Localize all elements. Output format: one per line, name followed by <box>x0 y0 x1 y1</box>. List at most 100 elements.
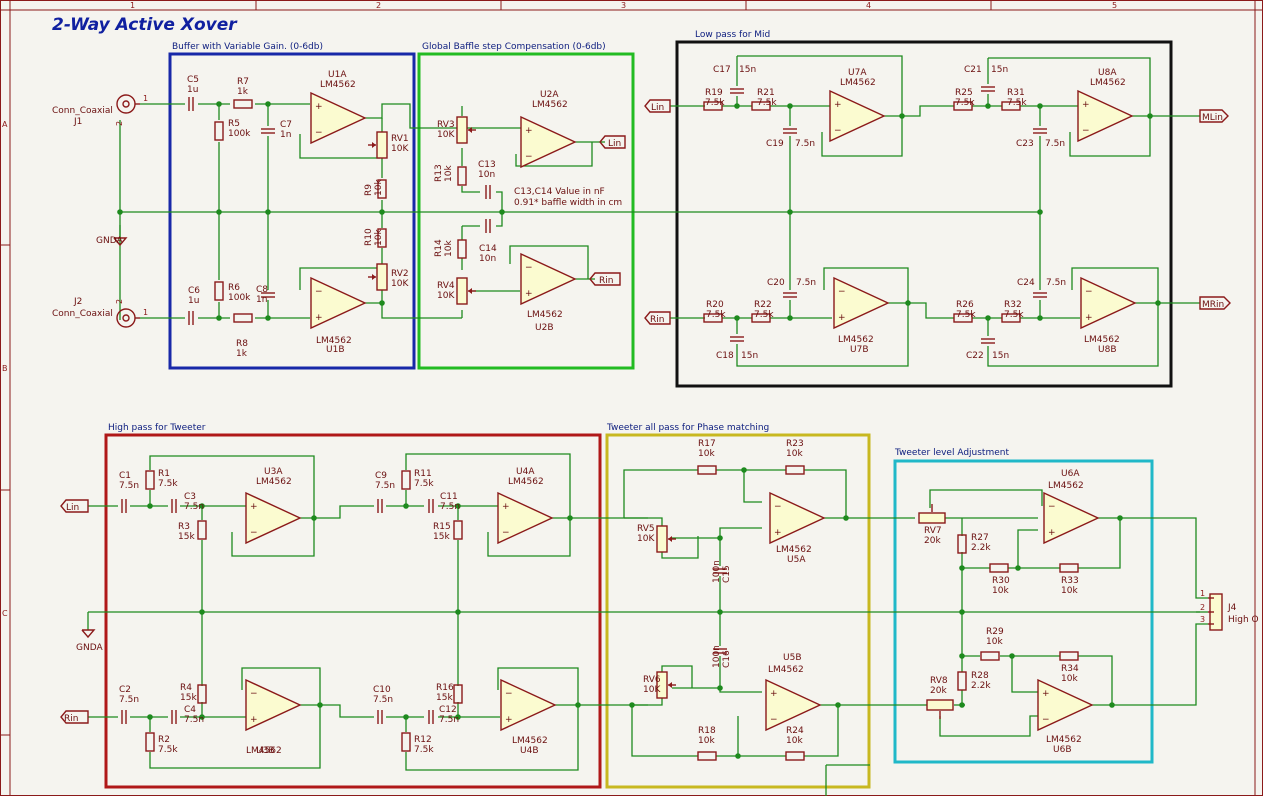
svg-text:2: 2 <box>115 299 124 304</box>
capacitor-c3[interactable]: C37.5n <box>171 492 204 513</box>
capacitor-c4[interactable]: C47.5n <box>171 705 204 725</box>
connector-j1[interactable]: 12 Conn_Coaxial J1 <box>52 94 148 127</box>
ref-r32: R32 <box>1004 300 1022 310</box>
capacitor-c9[interactable]: C97.5n <box>375 471 395 513</box>
resistor-r2[interactable]: R27.5k <box>145 732 178 755</box>
value-c12: 7.5n <box>439 715 459 725</box>
value-c2: 7.5n <box>119 695 139 705</box>
pin-sign: − <box>315 287 323 297</box>
j2-value: Conn_Coaxial <box>52 309 113 319</box>
value-r32: 7.5k <box>1004 310 1024 320</box>
ref-c9: C9 <box>375 471 387 481</box>
resistor-r1[interactable]: R17.5k <box>145 469 178 490</box>
capacitor-c2[interactable]: C27.5n <box>119 685 139 724</box>
svg-text:Rin: Rin <box>599 276 613 286</box>
j4-value: High O <box>1228 615 1259 625</box>
value-c20: 7.5n <box>796 278 816 288</box>
ref-r15: R15 <box>433 522 451 532</box>
connector-j2[interactable]: 12 J2 Conn_Coaxial <box>52 297 148 328</box>
value-c13: 10n <box>478 170 495 180</box>
capacitor-c1[interactable]: C17.5n <box>119 471 139 513</box>
connector-j4[interactable]: 123 J4 High O <box>1200 589 1259 631</box>
ref-r12: R12 <box>414 735 432 745</box>
ref-c3: C3 <box>184 492 196 502</box>
